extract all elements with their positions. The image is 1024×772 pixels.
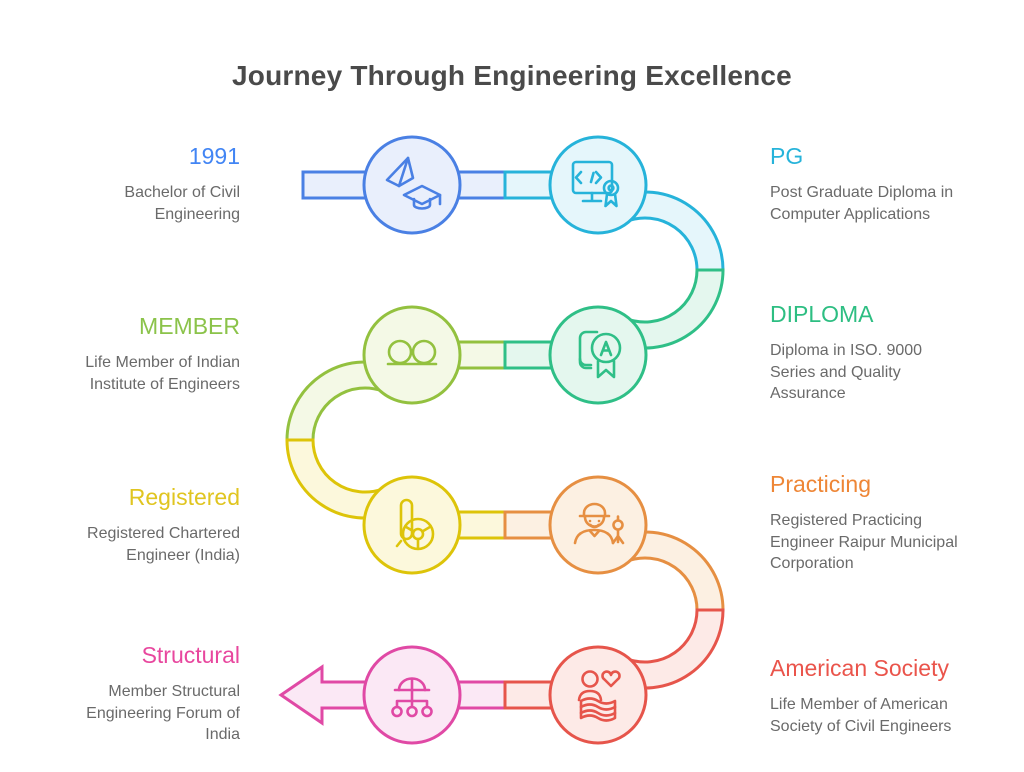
- milestone-1991: 1991 Bachelor of Civil Engineering: [60, 144, 240, 225]
- milestone-heading: American Society: [770, 655, 949, 681]
- milestone-heading: DIPLOMA: [770, 301, 874, 327]
- milestone-heading: PG: [770, 143, 804, 169]
- milestone-registered: Registered Registered Chartered Engineer…: [60, 485, 240, 566]
- page-title: Journey Through Engineering Excellence: [232, 60, 792, 91]
- milestone-structural: Structural Member Structural Engineering…: [60, 643, 240, 746]
- node-member: [362, 305, 462, 405]
- diploma-a-badge-icon: [578, 330, 622, 379]
- milestone-description: Life Member of Indian Institute of Engin…: [85, 354, 240, 393]
- timeline-nodes: [362, 135, 648, 745]
- milestone-heading: Registered: [128, 484, 240, 510]
- timeline-connectors: [278, 170, 725, 726]
- milestone-diploma: DIPLOMA Diploma in ISO. 9000 Series and …: [770, 302, 960, 405]
- milestone-practicing: Practicing Registered Practicing Enginee…: [770, 472, 960, 575]
- milestone-description: Registered Chartered Engineer (India): [87, 525, 240, 564]
- milestone-description: Registered Practicing Engineer Raipur Mu…: [770, 512, 958, 572]
- milestone-heading: MEMBER: [139, 313, 240, 339]
- milestone-description: Bachelor of Civil Engineering: [124, 184, 240, 223]
- milestone-description: Member Structural Engineering Forum of I…: [86, 683, 240, 743]
- milestone-heading: Structural: [141, 642, 240, 668]
- paper-plane-graduation-icon: [385, 156, 442, 210]
- binoculars-icon: [386, 339, 438, 366]
- node-pg: [548, 135, 648, 235]
- milestone-heading: 1991: [188, 143, 240, 169]
- milestone-description: Post Graduate Diploma in Computer Applic…: [770, 184, 954, 223]
- b-wheel-icon: [395, 498, 435, 551]
- milestone-description: Life Member of American Society of Civil…: [770, 696, 952, 735]
- member-heart-flag-icon: [577, 670, 621, 722]
- engineer-helmet-icon: [573, 502, 625, 545]
- milestone-member: MEMBER Life Member of Indian Institute o…: [60, 314, 240, 395]
- milestone-heading: Practicing: [770, 471, 871, 497]
- node-1991: [362, 135, 462, 235]
- helmet-orgchart-icon: [391, 677, 433, 718]
- milestone-description: Diploma in ISO. 9000 Series and Quality …: [770, 342, 923, 402]
- monitor-code-certificate-icon: [571, 160, 620, 208]
- milestone-american-society: American Society Life Member of American…: [770, 656, 960, 737]
- node-diploma: [548, 305, 648, 405]
- milestone-pg: PG Post Graduate Diploma in Computer App…: [770, 144, 960, 225]
